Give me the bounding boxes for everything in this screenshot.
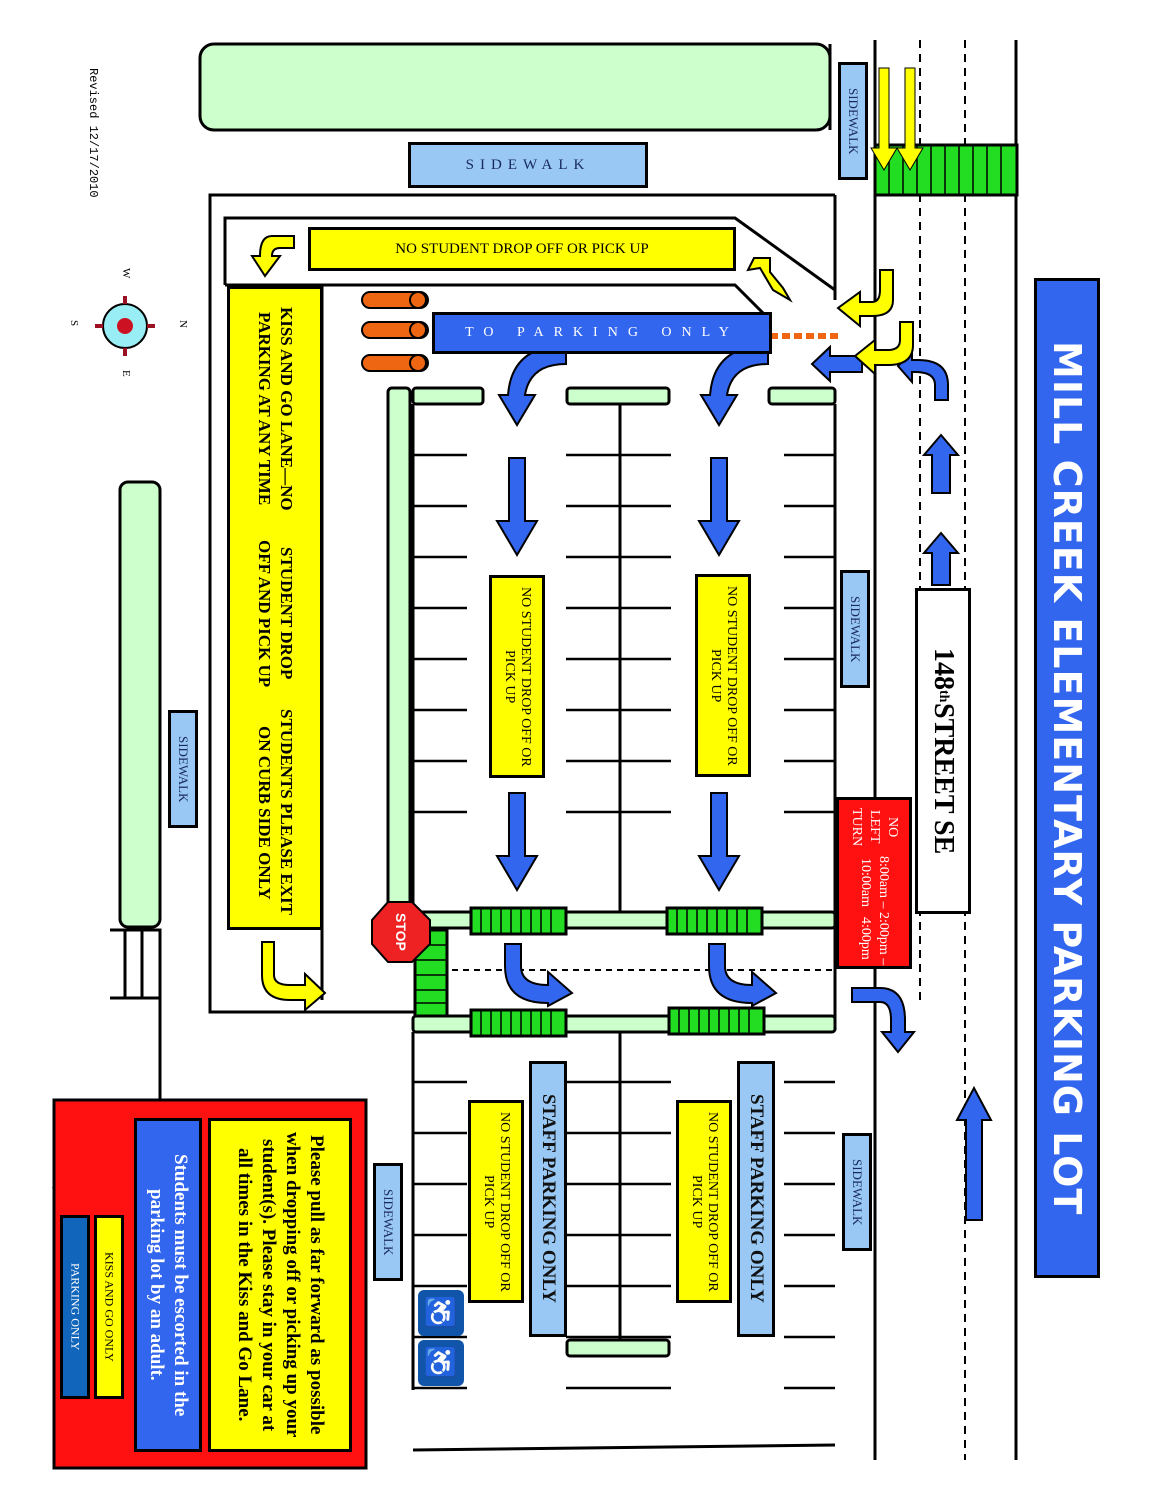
sidewalk-label-left: SIDEWALK bbox=[168, 710, 198, 828]
stop-sign-icon bbox=[371, 901, 431, 963]
yellow-exit-arrow bbox=[261, 941, 327, 1013]
blue-turn-arrow-2 bbox=[708, 943, 778, 1008]
legend-parking-only: PARKING ONLY bbox=[60, 1215, 90, 1399]
street-ordinal: th bbox=[936, 690, 951, 703]
kiss-lane-line-1: KISS AND GO LANE—NO PARKING AT ANY TIME bbox=[255, 307, 296, 511]
kiss-lane-line-3: STUDENTS PLEASE EXIT ON CURB SIDE ONLY bbox=[255, 709, 296, 916]
parking-stalls-lower bbox=[413, 1080, 835, 1390]
blue-arrow-down-2 bbox=[697, 457, 741, 557]
legend-instructions: Please pull as far forward as possible w… bbox=[208, 1118, 352, 1452]
staff-parking-sign-1: STAFF PARKING ONLY bbox=[529, 1061, 567, 1337]
blue-arrow-down-4 bbox=[697, 792, 741, 892]
blue-arrow-up-2 bbox=[921, 531, 961, 586]
wheelchair-icon: ♿ bbox=[418, 1340, 464, 1386]
lot-boundary bbox=[208, 193, 835, 1014]
blue-arrow-down-3 bbox=[495, 792, 539, 892]
no-drop-off-sign-4: NO STUDENT DROP OFF OR PICK UP bbox=[676, 1100, 732, 1303]
building-left bbox=[118, 480, 162, 929]
compass-s: S bbox=[68, 320, 80, 327]
curb-row-top-2 bbox=[565, 386, 671, 406]
legend-kiss-and-go: KISS AND GO ONLY bbox=[94, 1215, 124, 1399]
yellow-curve-arrow-top-left bbox=[250, 235, 295, 278]
sidewalk-label-right-lower: SIDEWALK bbox=[842, 1133, 872, 1251]
no-left-turn-morning: 8:00am – 10:00am bbox=[858, 856, 891, 909]
curb-row-top-3 bbox=[767, 386, 837, 406]
compass-w: W bbox=[120, 268, 132, 279]
curb-row-bottom bbox=[565, 1338, 671, 1358]
curb-row-top-1 bbox=[411, 386, 485, 406]
kiss-lane-boundary bbox=[223, 216, 836, 292]
yellow-arrow-down-1 bbox=[870, 67, 898, 171]
bollards bbox=[361, 291, 429, 372]
blue-curve-arrow-2 bbox=[699, 344, 769, 427]
legend-escort-note: Students must be escorted in the parking… bbox=[134, 1118, 202, 1452]
compass-n: N bbox=[177, 320, 189, 328]
yellow-diag-arrow bbox=[746, 257, 793, 303]
revised-date: Revised 12/17/2010 bbox=[86, 68, 100, 198]
blue-curve-arrow-1 bbox=[497, 344, 567, 427]
crosswalk-3 bbox=[469, 1008, 568, 1038]
stop-sign-text: STOP bbox=[393, 913, 409, 951]
no-drop-off-top-sign: NO STUDENT DROP OFF OR PICK UP bbox=[308, 227, 736, 271]
crosswalk-4 bbox=[667, 1006, 766, 1036]
sidewalk-label-mid: SIDEWALK bbox=[840, 570, 870, 688]
blue-arrow-up-street bbox=[955, 1085, 993, 1221]
sidewalk-label-stacked: SIDEWALK bbox=[408, 142, 648, 188]
street-crosswalk bbox=[873, 143, 1019, 197]
sidewalk-label-top: SIDEWALK bbox=[838, 62, 868, 180]
compass-e: E bbox=[120, 370, 132, 377]
yellow-entry-arrow-1 bbox=[836, 269, 894, 329]
yellow-entry-arrow-2 bbox=[853, 321, 914, 377]
yellow-arrow-down-2 bbox=[896, 67, 924, 171]
blue-entry-arrow bbox=[810, 344, 863, 384]
no-drop-off-sign-1: NO STUDENT DROP OFF OR PICK UP bbox=[489, 575, 545, 778]
crosswalk-2 bbox=[665, 906, 764, 936]
wheelchair-icon: ♿ bbox=[418, 1290, 464, 1336]
compass-rose-icon bbox=[95, 296, 155, 356]
blue-arrow-up-1 bbox=[921, 433, 961, 494]
parking-stalls-upper bbox=[413, 453, 835, 814]
street-name-rest: STREET SE bbox=[928, 702, 959, 854]
blue-uturn-street bbox=[896, 349, 949, 401]
staff-parking-sign-2: STAFF PARKING ONLY bbox=[737, 1061, 775, 1337]
crosswalk-1 bbox=[469, 906, 568, 936]
to-parking-only-sign: TO PARKING ONLY bbox=[432, 312, 772, 354]
building-top bbox=[198, 42, 832, 132]
no-drop-off-sign-3: NO STUDENT DROP OFF OR PICK UP bbox=[468, 1100, 524, 1303]
curb-island-kiss bbox=[386, 386, 412, 945]
blue-exit-arrow bbox=[851, 987, 917, 1054]
blue-turn-arrow-1 bbox=[504, 943, 574, 1008]
no-left-turn-sign: NO LEFT TURN 8:00am – 10:00am 2:00pm – 4… bbox=[836, 797, 912, 969]
title-banner: MILL CREEK ELEMENTARY PARKING LOT bbox=[1034, 278, 1100, 1278]
kiss-and-go-lane-sign: KISS AND GO LANE—NO PARKING AT ANY TIME … bbox=[227, 286, 323, 930]
kiss-lane-line-2: STUDENT DROP OFF AND PICK UP bbox=[255, 539, 296, 687]
blue-arrow-down-1 bbox=[495, 457, 539, 557]
sidewalk-label-lower: SIDEWALK bbox=[373, 1163, 403, 1281]
street-number: 148 bbox=[928, 648, 959, 691]
no-left-turn-title: NO LEFT TURN bbox=[849, 807, 900, 846]
no-drop-off-sign-2: NO STUDENT DROP OFF OR PICK UP bbox=[695, 574, 751, 777]
no-left-turn-afternoon: 2:00pm – 4:00pm bbox=[858, 912, 891, 966]
